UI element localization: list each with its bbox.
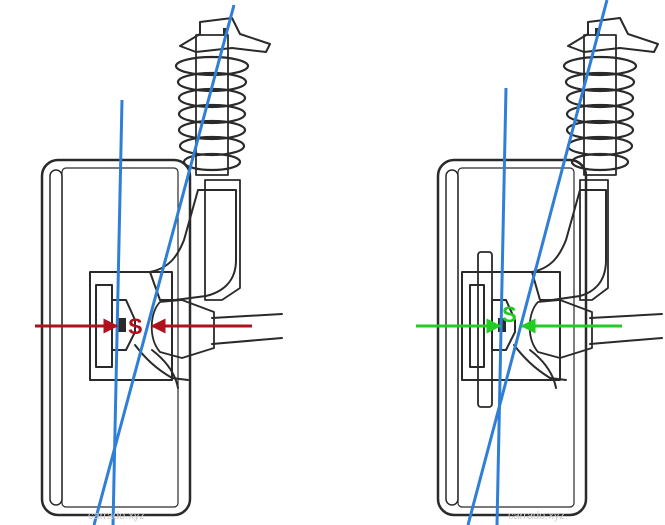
hub-after [461, 251, 561, 408]
vertical-axis-line-before [111, 99, 124, 525]
watermark-right: carrado.xyz [508, 510, 565, 522]
tire-after [436, 158, 588, 517]
kingpin-axis-line-after [466, 0, 609, 525]
tire-before [40, 158, 192, 517]
watermark-left: carrado.xyz [88, 510, 145, 522]
coil-spring-before [174, 34, 250, 176]
scrub-label-after: S [502, 302, 517, 327]
coil-spring-after [562, 34, 638, 176]
ball-joint-before [150, 299, 283, 359]
vertical-axis-line-after [495, 87, 508, 525]
scrub-label-before: S [128, 314, 143, 339]
panel-after: S [416, 0, 663, 525]
knuckle-after [513, 179, 609, 389]
knuckle-before [134, 179, 241, 389]
ball-joint-after [528, 299, 663, 359]
panel-before: S [35, 4, 283, 525]
kingpin-axis-line-before [92, 4, 236, 525]
